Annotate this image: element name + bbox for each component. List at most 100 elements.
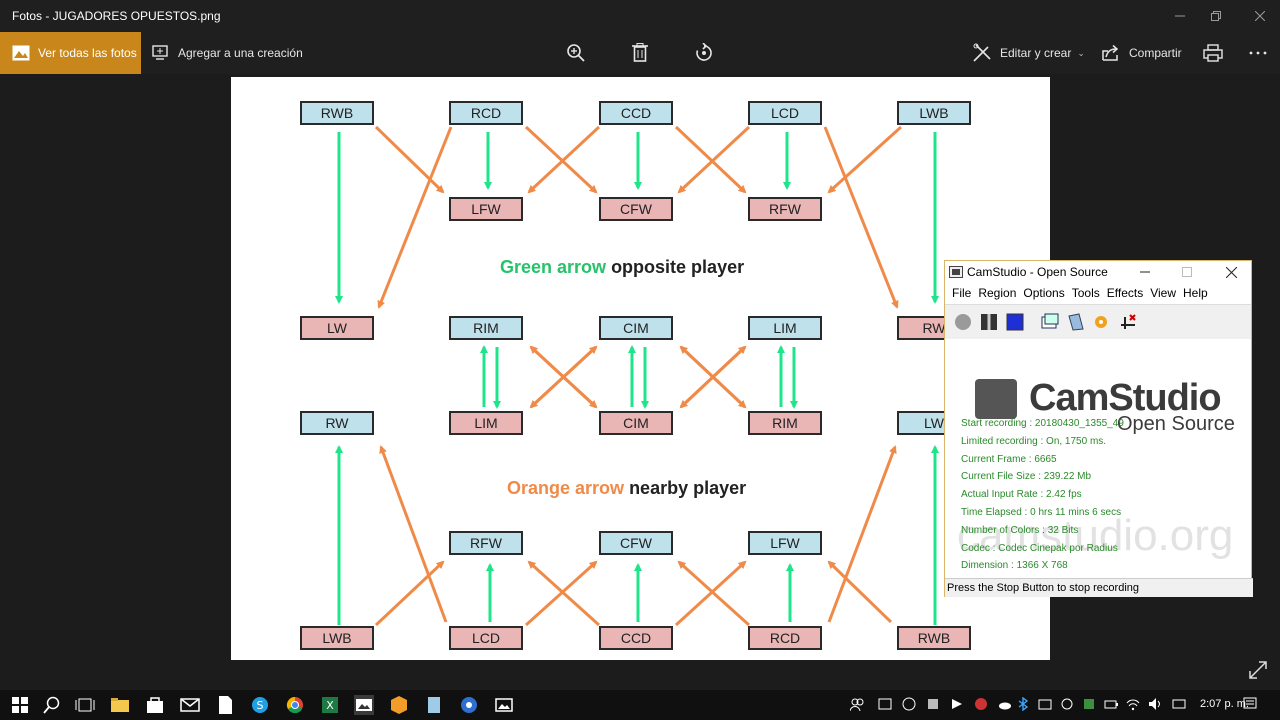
- stop-button[interactable]: [1006, 313, 1024, 331]
- menu-file[interactable]: File: [952, 286, 972, 300]
- zoom-icon: [567, 44, 585, 62]
- arrow-layer: [335, 125, 939, 627]
- wifi-icon[interactable]: [1126, 697, 1140, 711]
- position-box: RW: [300, 411, 374, 435]
- annotation-button[interactable]: [1067, 313, 1085, 331]
- more-button[interactable]: [1245, 40, 1271, 66]
- image-icon[interactable]: [494, 695, 514, 715]
- position-box: LWB: [300, 626, 374, 650]
- rotate-icon: [696, 43, 712, 61]
- tray-icon[interactable]: [1082, 697, 1096, 711]
- print-icon: [1203, 44, 1223, 62]
- options-gear-icon[interactable]: [1092, 313, 1110, 331]
- menu-tools[interactable]: Tools: [1071, 286, 1100, 300]
- close-button[interactable]: [1240, 0, 1280, 32]
- position-box: RWB: [897, 626, 971, 650]
- share-label: Compartir: [1129, 46, 1182, 60]
- tray-icon[interactable]: [950, 697, 964, 711]
- legend-orange-colored: Orange arrow: [507, 478, 625, 498]
- edit-create-button[interactable]: Editar y crear ⌄: [972, 32, 1085, 74]
- taskbar-clock[interactable]: 2:07 p. m.: [1200, 698, 1249, 710]
- orange-arrow: [374, 125, 445, 194]
- stat-line: Number of Colors : 32 Bits: [961, 524, 1079, 536]
- package-icon[interactable]: [389, 695, 409, 715]
- delete-button[interactable]: [627, 40, 653, 66]
- print-button[interactable]: [1200, 40, 1226, 66]
- svg-text:X: X: [326, 699, 334, 712]
- search-icon[interactable]: [42, 695, 62, 715]
- people-icon[interactable]: [850, 697, 864, 711]
- minimize-icon: [1140, 271, 1150, 273]
- add-to-creation-button[interactable]: Agregar a una creación: [152, 32, 303, 74]
- taskbar: S X 2:07 p. m.: [0, 690, 1280, 720]
- position-box: LIM: [449, 411, 523, 435]
- minimize-button[interactable]: [1160, 0, 1200, 32]
- svg-text:S: S: [257, 699, 264, 712]
- rotate-button[interactable]: [691, 40, 717, 66]
- tray-icon[interactable]: [1060, 697, 1074, 711]
- photo-canvas[interactable]: RWB RCD CCD LCD LWB LFW CFW RFW Green ar…: [231, 77, 1050, 660]
- stat-line: Actual Input Rate : 2.42 fps: [961, 489, 1082, 501]
- chrome-icon[interactable]: [285, 695, 305, 715]
- position-box: RIM: [748, 411, 822, 435]
- menu-help[interactable]: Help: [1183, 286, 1208, 300]
- chevron-down-icon: ⌄: [1077, 47, 1085, 58]
- edit-icon: [973, 43, 991, 62]
- tray-icon[interactable]: [902, 697, 916, 711]
- add-to-creation-label: Agregar a una creación: [178, 46, 303, 60]
- cloud-icon[interactable]: [998, 697, 1012, 711]
- skype-icon[interactable]: S: [250, 695, 270, 715]
- camstudio-toolbar: [945, 304, 1251, 340]
- title-bar: Fotos - JUGADORES OPUESTOS.png: [0, 0, 1280, 32]
- menu-region[interactable]: Region: [978, 286, 1017, 300]
- battery-icon[interactable]: [1104, 697, 1118, 711]
- language-icon[interactable]: [1172, 697, 1186, 711]
- menu-effects[interactable]: Effects: [1106, 286, 1144, 300]
- view-all-photos-button[interactable]: Ver todas las fotos: [0, 32, 141, 74]
- mail-icon[interactable]: [180, 695, 200, 715]
- position-box: RWB: [300, 101, 374, 125]
- camstudio-status-bar: Press the Stop Button to stop recording: [945, 578, 1253, 597]
- orange-arrow: [524, 125, 598, 194]
- legend-orange-text: nearby player: [629, 478, 747, 498]
- orange-arrow: [827, 445, 897, 623]
- tray-icon[interactable]: [878, 697, 892, 711]
- start-icon[interactable]: [10, 695, 30, 715]
- tray-icon[interactable]: [926, 697, 940, 711]
- more-icon: [1249, 51, 1267, 55]
- menu-view[interactable]: View: [1150, 286, 1177, 300]
- camstudio-minimize-button[interactable]: [1125, 261, 1165, 283]
- tray-icon[interactable]: [1038, 697, 1052, 711]
- store-icon[interactable]: [145, 695, 165, 715]
- camstudio-icon[interactable]: [459, 695, 479, 715]
- record-button[interactable]: [954, 313, 972, 331]
- fullscreen-expand-icon[interactable]: [1246, 658, 1270, 682]
- camstudio-close-button[interactable]: [1211, 261, 1251, 283]
- file-icon[interactable]: [215, 695, 235, 715]
- task-view-icon[interactable]: [75, 695, 95, 715]
- notifications-icon[interactable]: [1243, 697, 1257, 711]
- pause-button[interactable]: [980, 313, 998, 331]
- zoom-button[interactable]: [563, 40, 589, 66]
- region-button[interactable]: [1041, 313, 1059, 331]
- camstudio-window[interactable]: CamStudio - Open Source File Region Opti…: [944, 260, 1253, 597]
- close-icon: [1255, 11, 1265, 21]
- position-box: CFW: [599, 197, 673, 221]
- autopan-button[interactable]: [1119, 313, 1137, 331]
- share-button[interactable]: Compartir: [1101, 32, 1182, 74]
- stat-line: Codec : Codec Cinepak por Radius: [961, 542, 1118, 554]
- tray-icon[interactable]: [974, 697, 988, 711]
- position-box: CIM: [599, 316, 673, 340]
- bluetooth-icon[interactable]: [1016, 697, 1030, 711]
- camstudio-maximize-button[interactable]: [1167, 261, 1207, 283]
- notepad-icon[interactable]: [424, 695, 444, 715]
- photos-icon: [12, 45, 30, 61]
- restore-button[interactable]: [1196, 0, 1236, 32]
- file-explorer-icon[interactable]: [110, 695, 130, 715]
- position-box: LIM: [748, 316, 822, 340]
- recording-stats: Start recording : 20180430_1355_49 Limit…: [961, 415, 1124, 575]
- volume-icon[interactable]: [1148, 697, 1162, 711]
- photos-app-icon[interactable]: [354, 695, 374, 715]
- excel-icon[interactable]: X: [320, 695, 340, 715]
- menu-options[interactable]: Options: [1023, 286, 1065, 300]
